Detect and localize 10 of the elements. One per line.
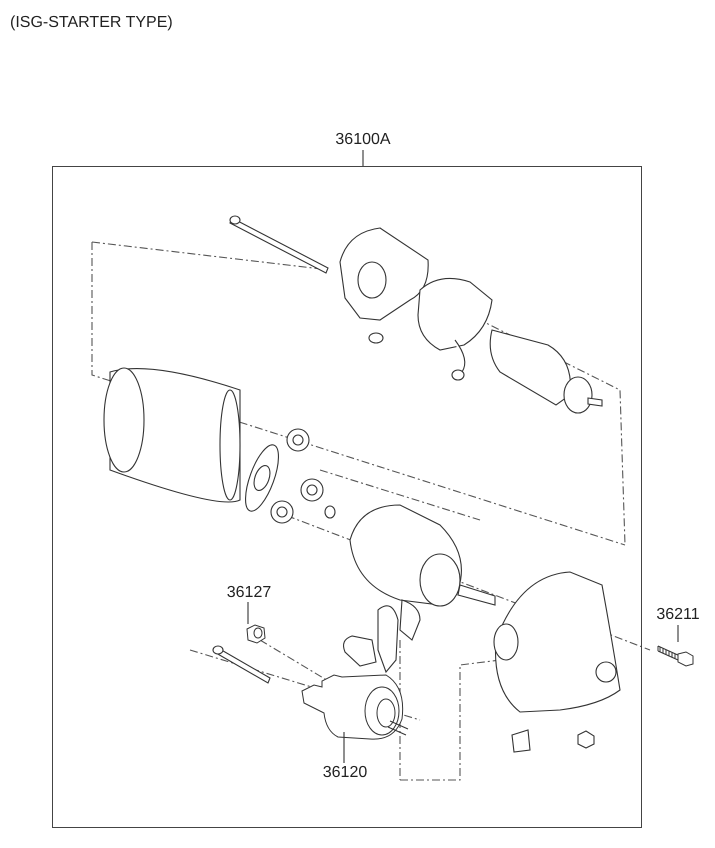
part-number: 36211 (652, 606, 704, 625)
leader-line (343, 732, 345, 763)
part-number: 36120 (317, 764, 373, 783)
leader-line (247, 602, 249, 624)
leader-line (677, 625, 679, 642)
part-number: 36100A (320, 131, 406, 150)
diagram-title: (ISG-STARTER TYPE) (10, 14, 173, 32)
part-number: 36127 (223, 584, 275, 603)
leader-line (362, 150, 364, 166)
assembly-frame (52, 166, 642, 828)
